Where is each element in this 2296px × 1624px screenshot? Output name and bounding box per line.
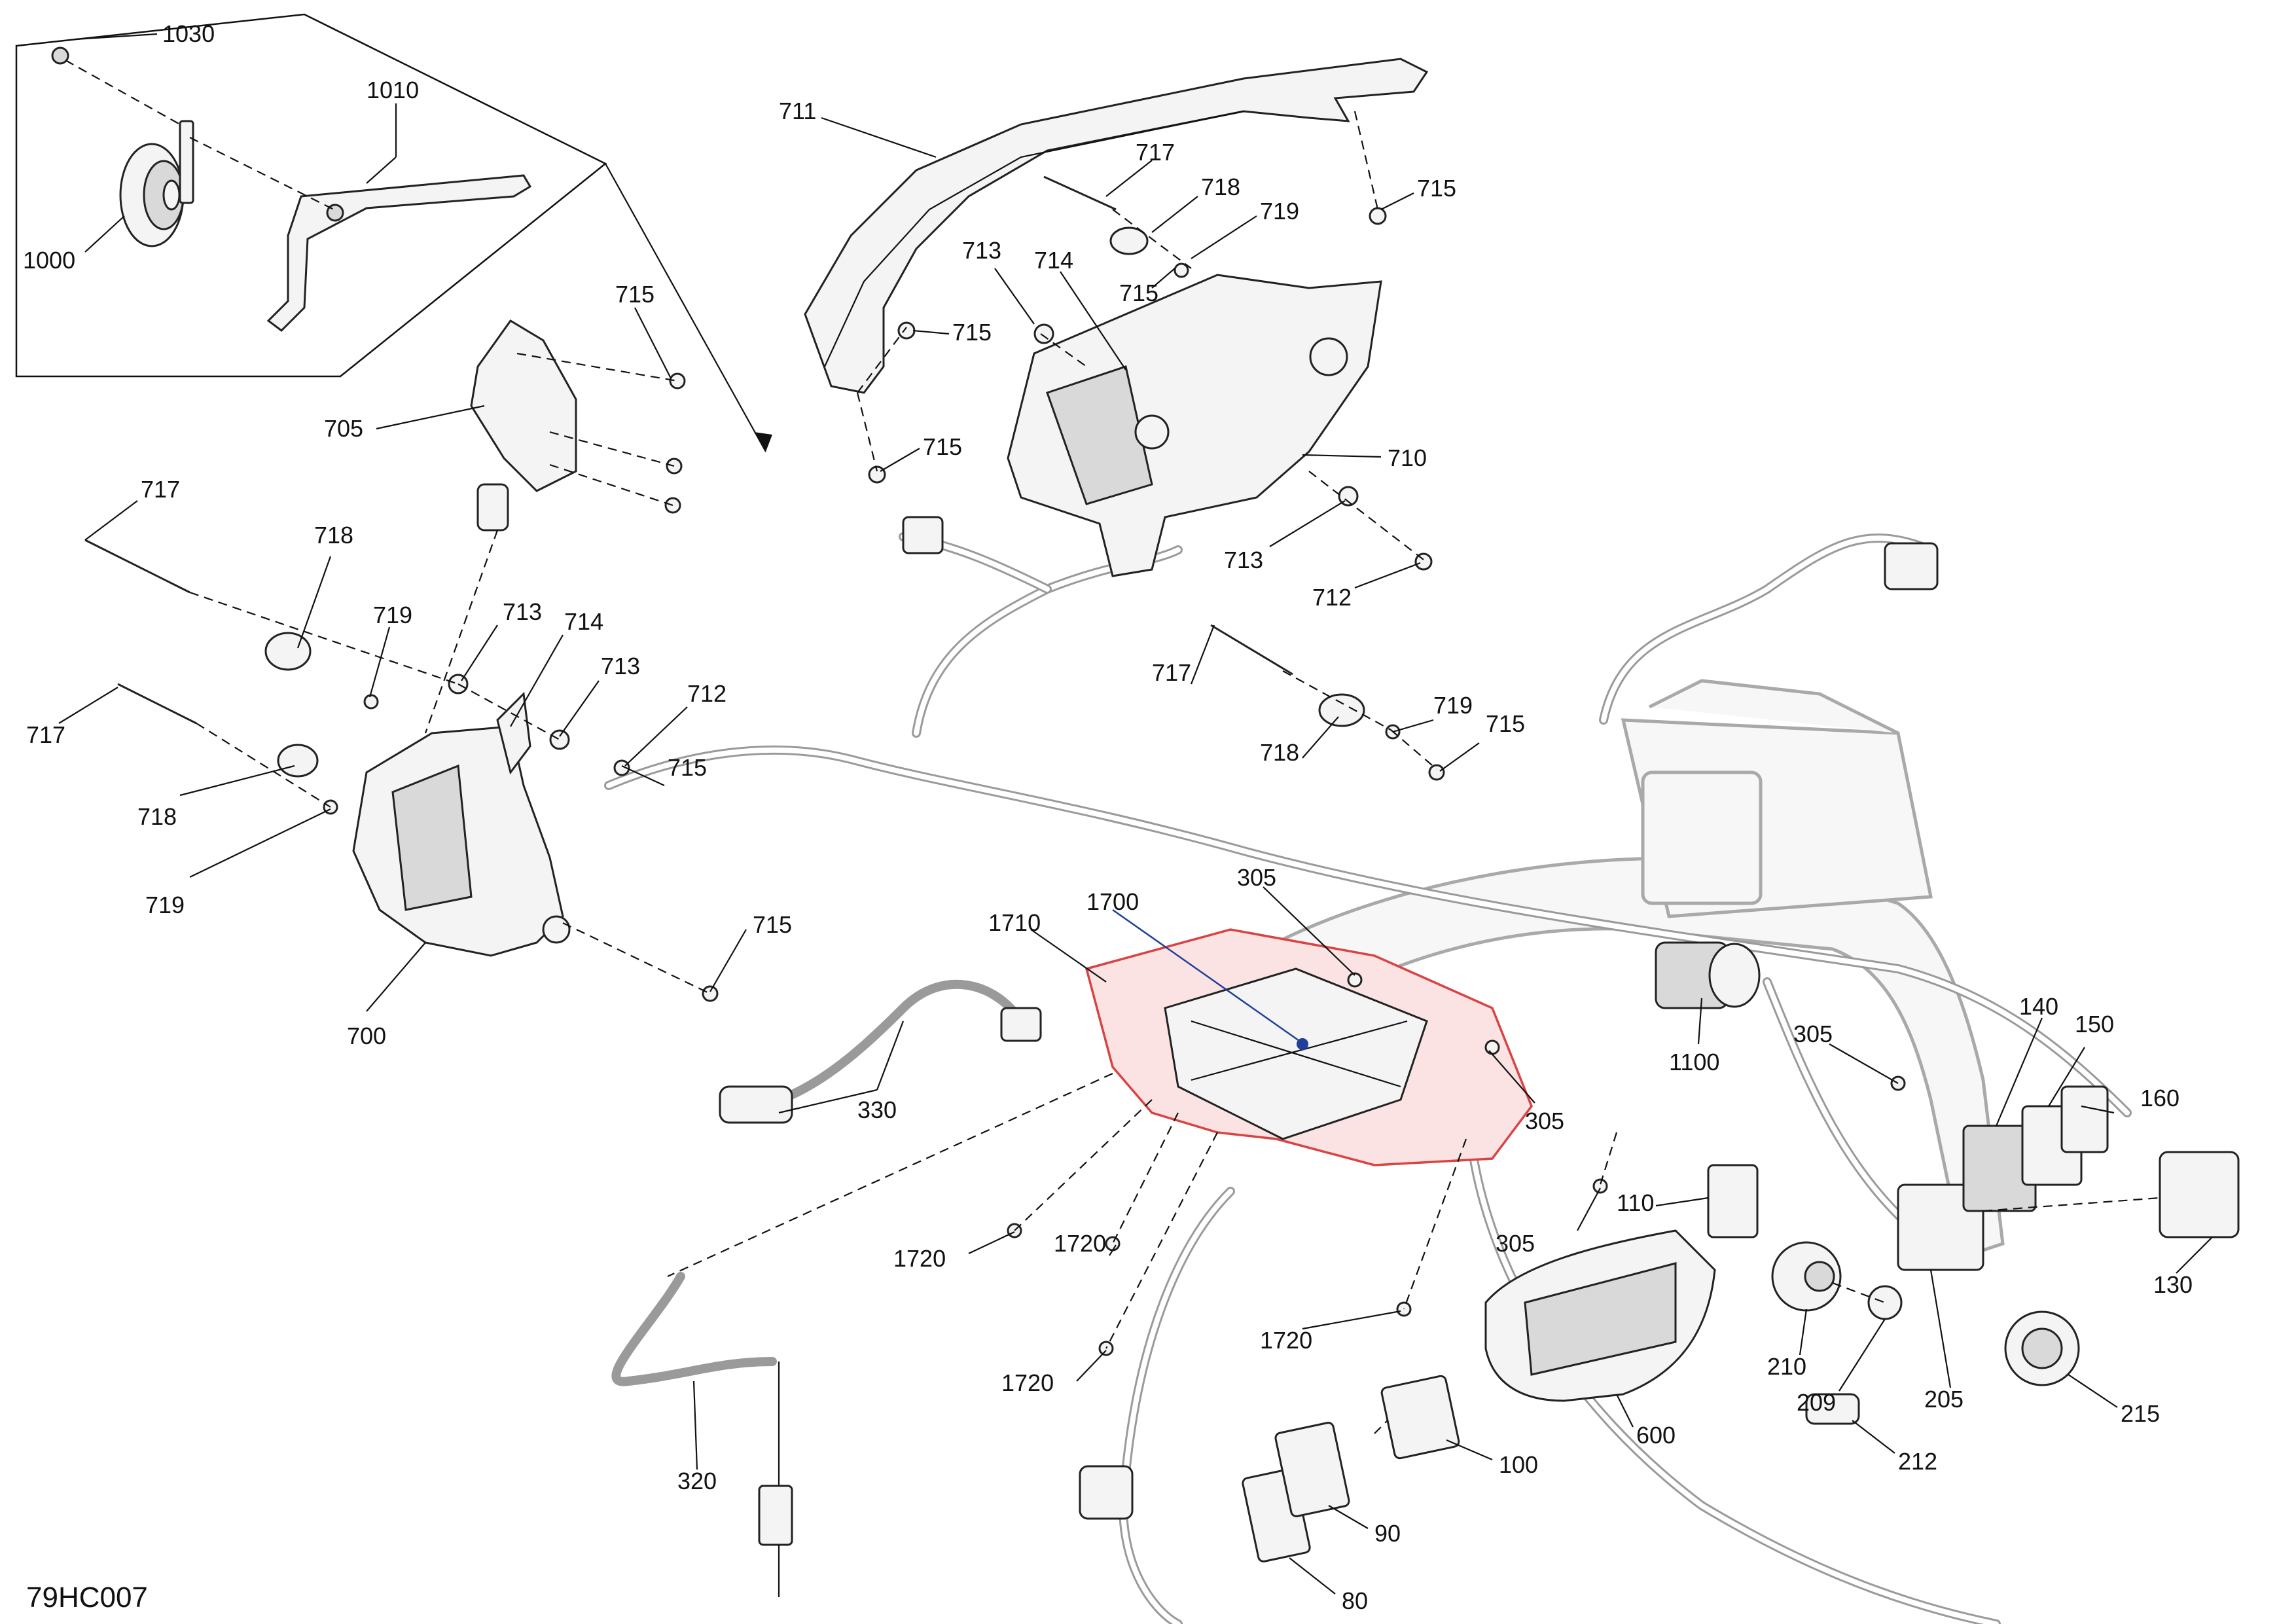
callout-718: 718 (1260, 739, 1299, 766)
callout-719: 719 (1433, 692, 1473, 719)
callout-1030: 1030 (162, 20, 215, 47)
switch-group-part (1242, 1375, 1460, 1562)
callout-90: 90 (1374, 1520, 1401, 1547)
callout-205: 205 (1924, 1386, 1964, 1413)
fasteners (84, 175, 1906, 1356)
callout-1720: 1720 (893, 1245, 946, 1272)
callout-715: 715 (753, 911, 792, 938)
callout-717: 717 (1152, 659, 1191, 686)
ecm-bracket-part (1085, 928, 1533, 1166)
callout-212: 212 (1898, 1448, 1937, 1475)
frame-tube (1274, 856, 2005, 1259)
callout-715: 715 (952, 319, 992, 346)
callout-713: 713 (962, 237, 1001, 264)
callout-710: 710 (1388, 444, 1427, 471)
callout-715: 715 (615, 281, 655, 308)
callout-715: 715 (668, 754, 707, 781)
callout-600: 600 (1636, 1422, 1676, 1449)
callout-140: 140 (2019, 993, 2058, 1020)
right-components-part (1707, 1085, 2240, 1425)
callout-305: 305 (1237, 864, 1276, 891)
callout-717: 717 (141, 476, 180, 503)
explosion-lines (189, 111, 2161, 1434)
callout-717: 717 (26, 721, 65, 748)
callout-150: 150 (2075, 1011, 2114, 1038)
light-705-part (470, 319, 577, 532)
callout-714: 714 (1034, 247, 1073, 274)
callout-1710: 1710 (988, 909, 1041, 936)
leader-lines (58, 33, 2213, 1595)
callout-215: 215 (2121, 1400, 2160, 1427)
callout-719: 719 (1260, 198, 1299, 225)
harness-connector (1884, 542, 1939, 590)
callout-718: 718 (1201, 173, 1240, 200)
callout-712: 712 (1312, 584, 1352, 611)
callout-715: 715 (923, 433, 962, 460)
gauge-cluster-part (1484, 1229, 1716, 1402)
callout-715: 715 (1417, 175, 1456, 202)
callout-110: 110 (1617, 1189, 1654, 1216)
callout-305: 305 (1793, 1020, 1833, 1047)
callout-160: 160 (2140, 1085, 2179, 1111)
callout-700: 700 (347, 1022, 386, 1049)
callout-330: 330 (857, 1096, 897, 1123)
callout-1000: 1000 (23, 247, 75, 274)
callout-210: 210 (1767, 1353, 1806, 1380)
callout-1010: 1010 (367, 77, 419, 103)
callout-320: 320 (677, 1468, 717, 1494)
wiring-harness (604, 516, 2132, 1624)
sensor-330-part (719, 979, 1042, 1124)
callout-712: 712 (687, 680, 726, 707)
callout-719: 719 (145, 892, 185, 918)
horn-inset (15, 13, 772, 452)
callout-714: 714 (564, 608, 603, 635)
callout-713: 713 (601, 653, 640, 679)
callout-711: 711 (779, 98, 816, 124)
callout-1720: 1720 (1001, 1369, 1054, 1396)
callout-209: 209 (1797, 1389, 1836, 1416)
callout-130: 130 (2153, 1271, 2193, 1298)
callout-305: 305 (1525, 1108, 1564, 1134)
callout-1720: 1720 (1260, 1327, 1312, 1354)
headlight-right-part (1007, 274, 1382, 577)
callout-705: 705 (324, 415, 363, 442)
sensor-320-part (611, 1272, 793, 1597)
callout-713: 713 (503, 598, 542, 625)
headlight-left-part (352, 691, 571, 957)
callout-1720: 1720 (1054, 1230, 1106, 1257)
callout-719: 719 (373, 602, 412, 628)
callout-718: 718 (137, 803, 177, 830)
callout-1100: 1100 (1669, 1049, 1719, 1075)
callout-718: 718 (314, 522, 353, 549)
callout-715: 715 (1486, 710, 1525, 737)
callout-715: 715 (1119, 280, 1158, 306)
callout-labels: 1030 1010 1000 711 717 718 719 715 713 7… (23, 20, 2193, 1614)
diagram-reference-code: 79HC007 (26, 1581, 148, 1614)
callout-717: 717 (1136, 139, 1175, 166)
callout-713: 713 (1224, 547, 1263, 573)
callout-1700: 1700 (1086, 888, 1139, 915)
callout-80: 80 (1342, 1587, 1368, 1614)
callout-305: 305 (1496, 1230, 1535, 1257)
callout-100: 100 (1499, 1451, 1538, 1478)
grab-handle-part (804, 58, 1429, 394)
